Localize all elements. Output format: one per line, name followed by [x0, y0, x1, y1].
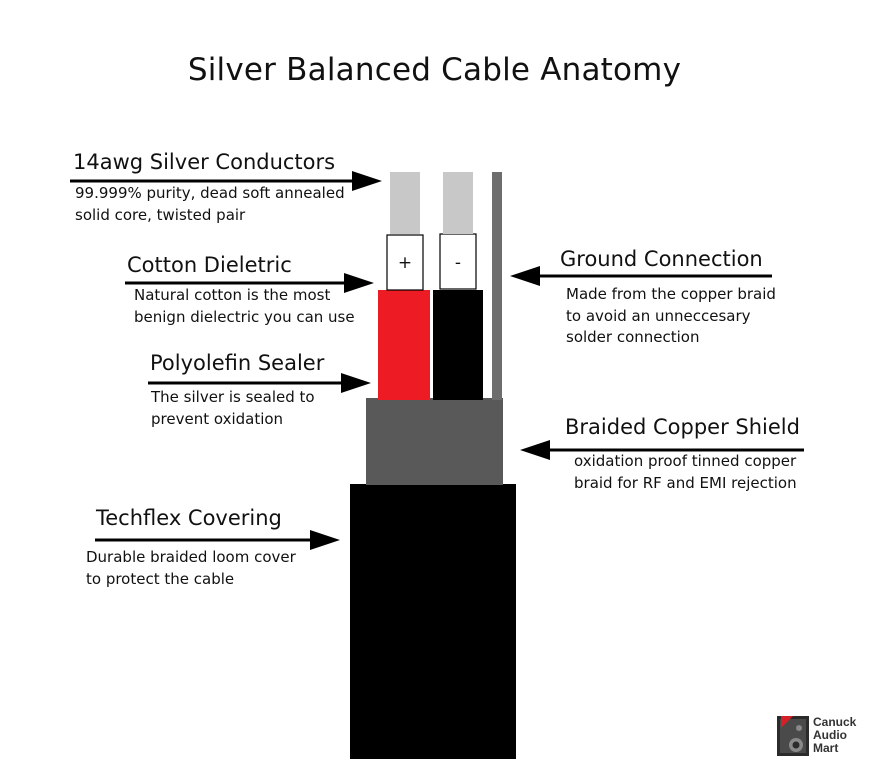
arrow-covering [95, 530, 340, 550]
shield-desc-line1: oxidation proof tinned copper [574, 452, 797, 470]
covering-desc-line1: Durable braided loom cover [86, 548, 296, 566]
watermark-line1: Canuck [813, 715, 857, 729]
black-insulation-shape [433, 290, 483, 400]
conductors-desc-line2: solid core, twisted pair [75, 206, 246, 224]
arrow-conductors [70, 171, 382, 191]
dielectric-desc-line1: Natural cotton is the most [134, 286, 331, 304]
arrow-dielectric [125, 273, 374, 293]
negative-mark: - [455, 253, 461, 273]
ground-desc-line3: solder connection [566, 328, 700, 346]
page-title: Silver Balanced Cable Anatomy [187, 52, 682, 88]
silver-conductor-negative [443, 172, 473, 234]
covering-heading: Techflex Covering [96, 506, 282, 530]
speaker-icon [777, 716, 809, 756]
red-insulation-shape [378, 290, 430, 400]
ground-wire-shape [492, 172, 502, 400]
watermark-logo: Canuck Audio Mart [813, 716, 856, 755]
copper-shield-shape [366, 398, 503, 485]
arrow-sealer [148, 373, 371, 393]
sealer-desc-line2: prevent oxidation [151, 410, 284, 428]
arrow-ground [510, 266, 772, 286]
conductors-desc-line1: 99.999% purity, dead soft annealed [75, 184, 345, 202]
watermark-line3: Mart [813, 741, 839, 755]
ground-heading: Ground Connection [560, 247, 763, 271]
silver-conductor-positive [390, 172, 420, 234]
positive-marker-box [386, 234, 424, 291]
dielectric-heading: Cotton Dieletric [127, 253, 292, 277]
shield-heading: Braided Copper Shield [565, 415, 800, 439]
conductors-heading: 14awg Silver Conductors [73, 150, 336, 174]
ground-desc-line1: Made from the copper braid [566, 285, 776, 303]
techflex-covering-shape [350, 484, 516, 759]
sealer-heading: Polyolefin Sealer [150, 351, 325, 375]
shield-desc-line2: braid for RF and EMI rejection [574, 474, 797, 492]
negative-marker-box [439, 233, 477, 290]
positive-mark: + [398, 253, 412, 273]
watermark-line2: Audio [813, 728, 847, 742]
sealer-desc-line1: The silver is sealed to [151, 388, 315, 406]
arrow-shield [520, 440, 804, 460]
dielectric-desc-line2: benign dielectric you can use [134, 308, 355, 326]
ground-desc-line2: to avoid an unneccesary [566, 307, 751, 325]
covering-desc-line2: to protect the cable [86, 570, 235, 588]
